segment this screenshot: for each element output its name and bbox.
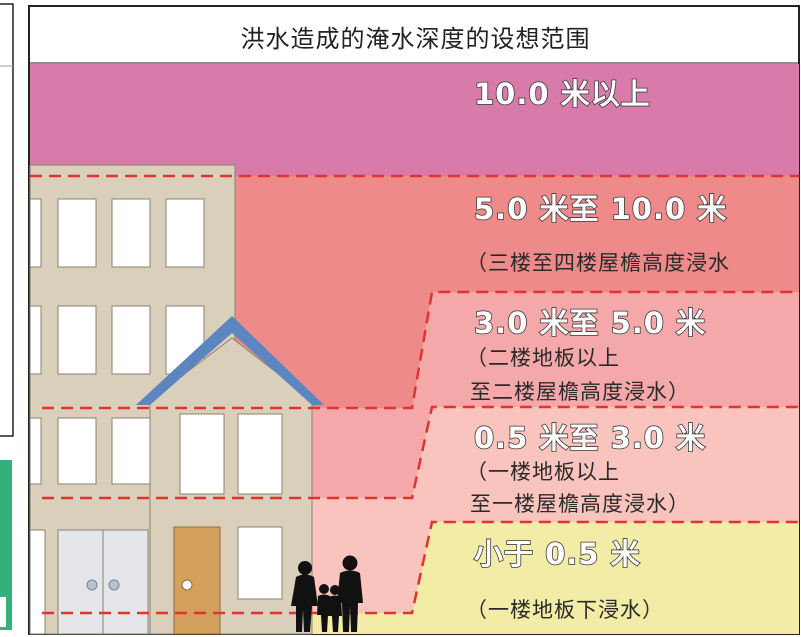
level-line-3m bbox=[42, 405, 799, 500]
family-silhouette-icon bbox=[291, 555, 363, 632]
house-door-knob bbox=[181, 579, 193, 591]
left-green-tab bbox=[0, 460, 12, 630]
shop-door-knob bbox=[86, 579, 98, 591]
building-window bbox=[111, 417, 151, 485]
band-under-0.5m bbox=[30, 522, 799, 634]
building-window bbox=[57, 198, 97, 268]
level-line-5m bbox=[42, 290, 799, 410]
band-note-0.5-3m-line1: （一楼地板以上 bbox=[466, 460, 620, 484]
house-roof bbox=[136, 316, 324, 405]
band-note-under-0.5m: （一楼地板下浸水） bbox=[466, 598, 664, 622]
depth-level-lines bbox=[30, 174, 799, 615]
building-window bbox=[29, 417, 42, 485]
shop-door-knob bbox=[108, 579, 120, 591]
shop-window bbox=[29, 529, 46, 635]
band-note-5-10m: （三楼至四楼屋檐高度浸水 bbox=[466, 251, 730, 275]
band-heading-under-0.5m: 小于 0.5 米 bbox=[473, 536, 641, 572]
band-heading-3-5m: 3.0 米至 5.0 米 bbox=[473, 305, 707, 341]
house-window bbox=[237, 526, 283, 600]
apartment-building bbox=[29, 164, 324, 635]
building-window bbox=[57, 305, 97, 375]
left-green-tab-inner bbox=[0, 597, 6, 627]
band-note-3-5m-line1: （二楼地板以上 bbox=[466, 346, 620, 370]
band-heading-0.5-3m: 0.5 米至 3.0 米 bbox=[473, 420, 707, 456]
building-window bbox=[29, 198, 42, 268]
level-line-0.5m bbox=[42, 520, 799, 615]
building-window bbox=[29, 305, 42, 375]
building-window bbox=[57, 417, 97, 485]
band-heading-5-10m: 5.0 米至 10.0 米 bbox=[473, 191, 728, 227]
left-panel-frame bbox=[0, 3, 14, 437]
house-window bbox=[237, 413, 283, 495]
house-door bbox=[173, 526, 221, 635]
building-window bbox=[165, 198, 205, 268]
page-title: 洪水造成的淹水深度的设想范围 bbox=[240, 25, 591, 53]
building-window bbox=[111, 198, 151, 268]
band-note-3-5m-line2: 至二楼屋檐高度浸水） bbox=[470, 380, 690, 404]
band-heading-10m-plus: 10.0 米以上 bbox=[473, 76, 651, 112]
house-window bbox=[179, 413, 225, 495]
band-note-0.5-3m-line2: 至一楼屋檐高度浸水） bbox=[470, 492, 690, 516]
building-window bbox=[111, 305, 151, 375]
